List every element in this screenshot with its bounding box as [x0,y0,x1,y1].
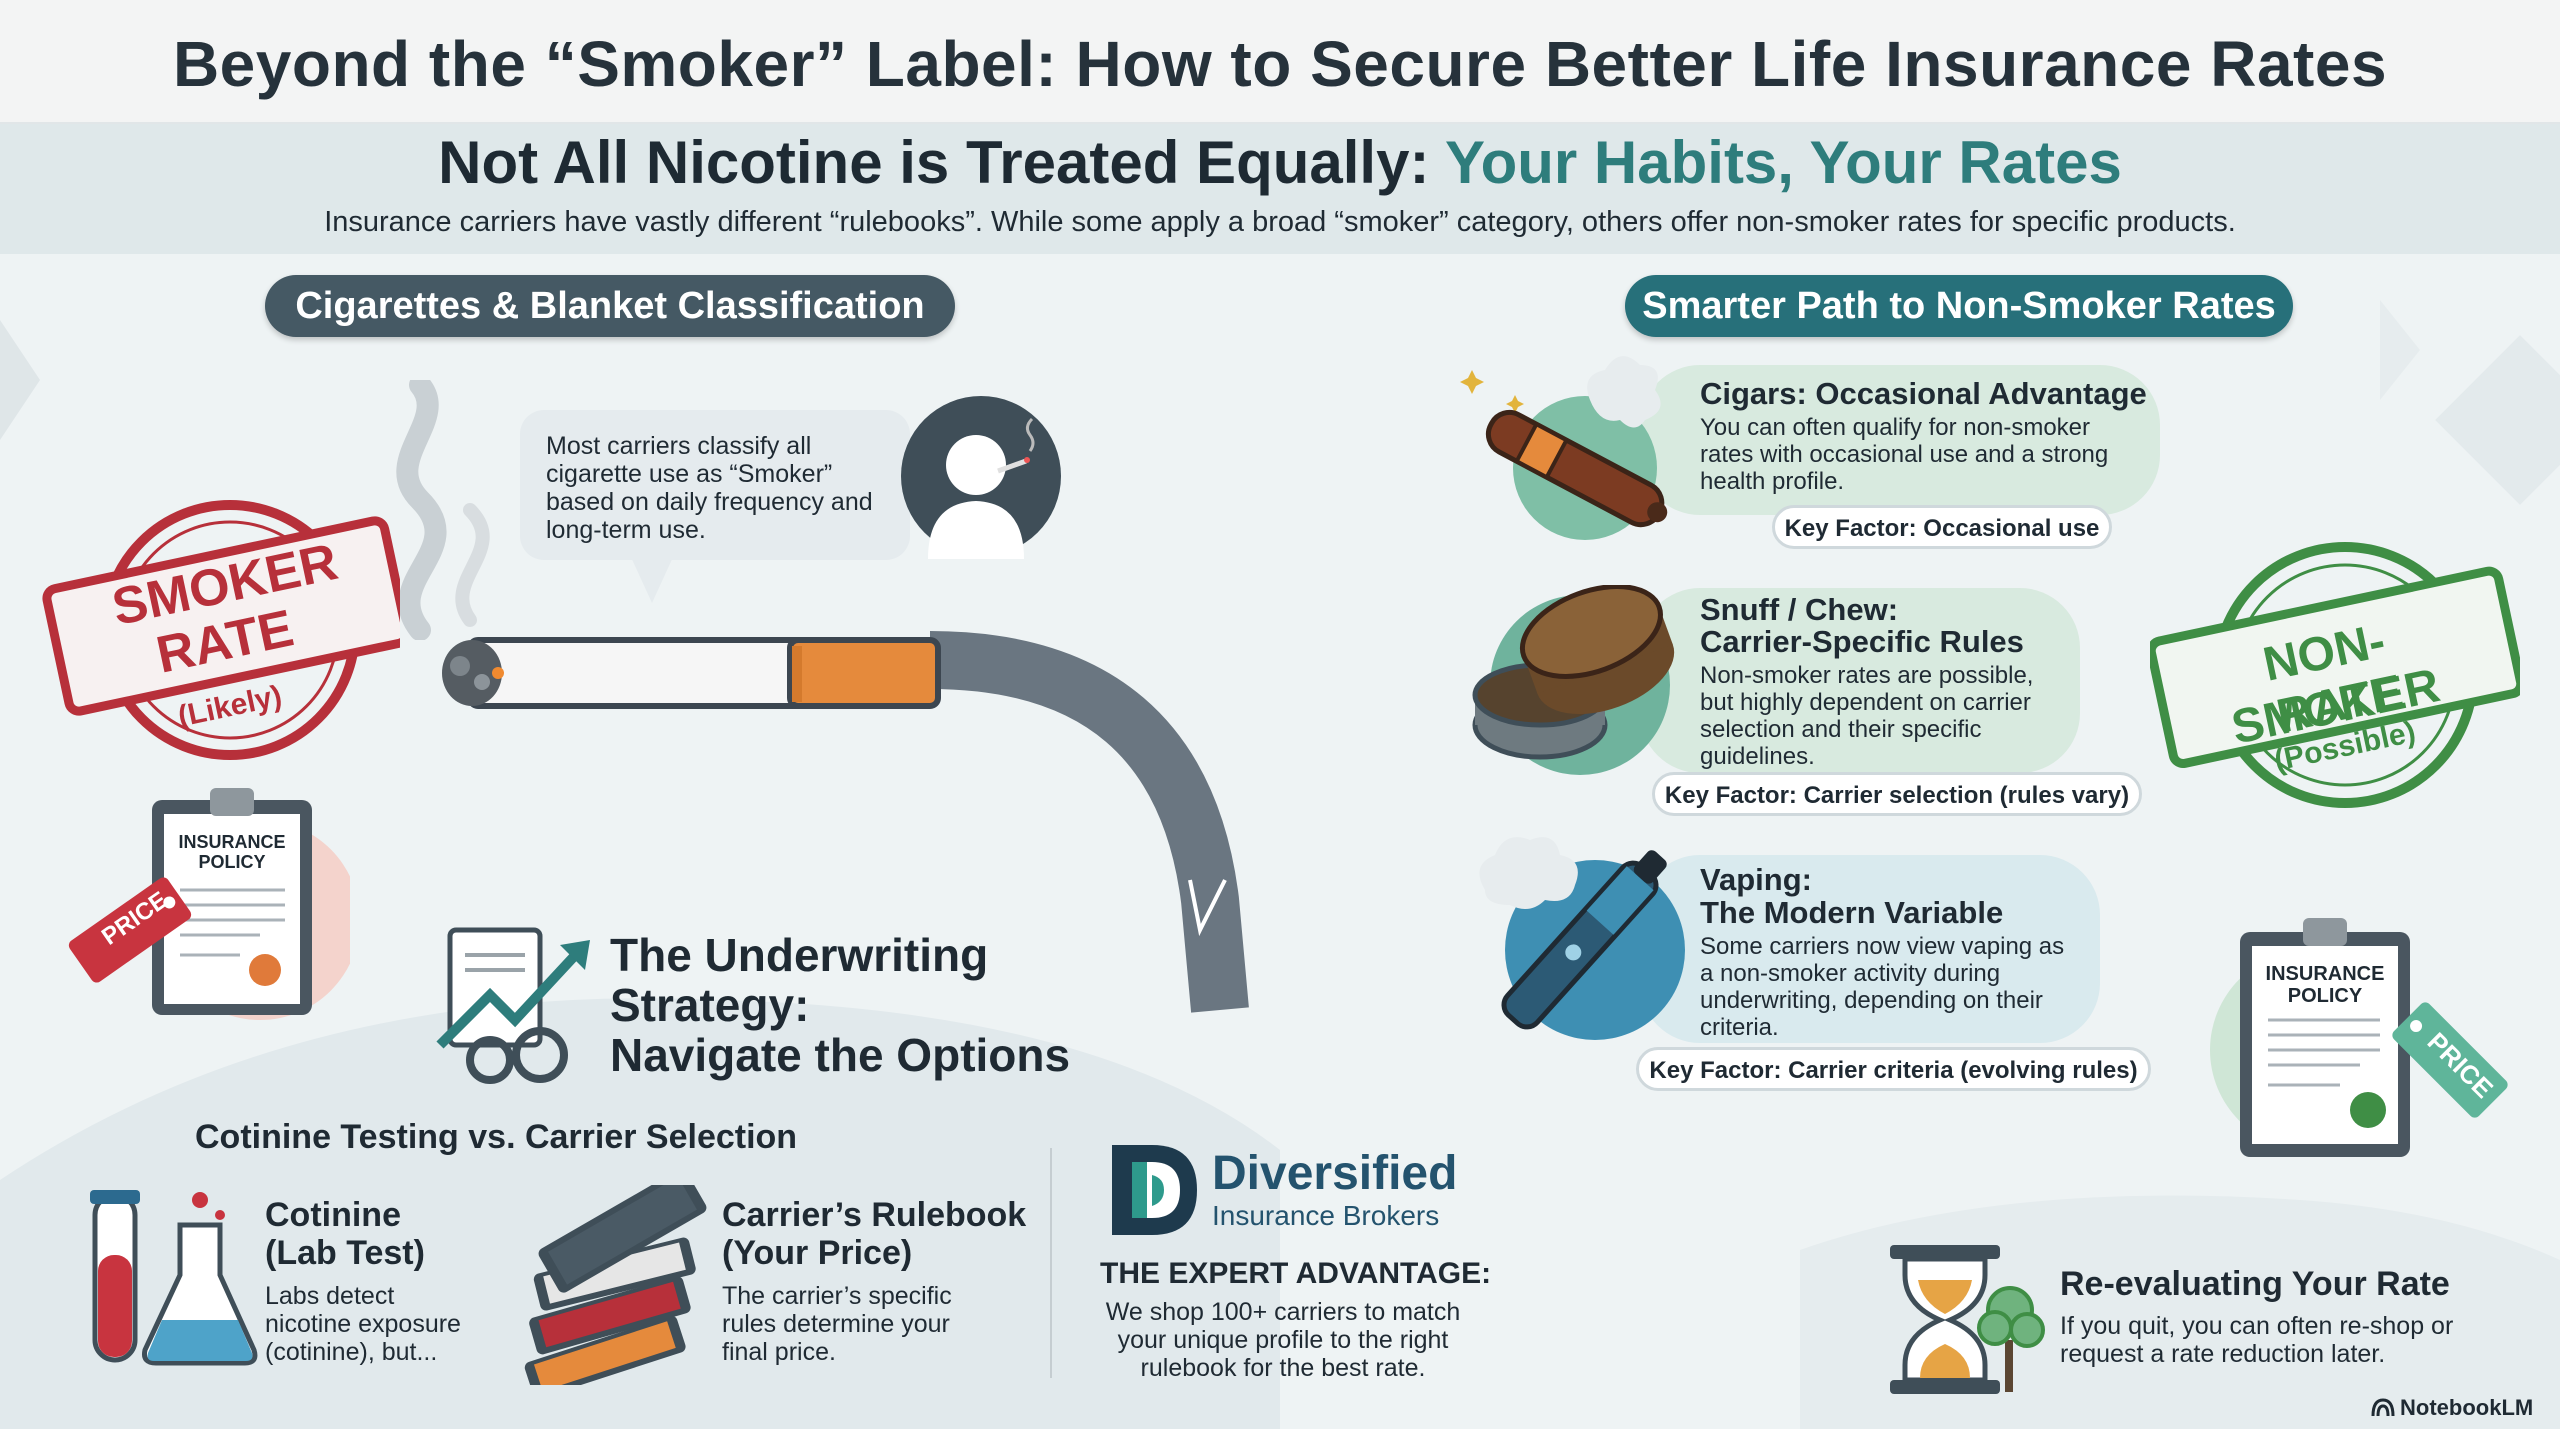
smoker-rate-stamp [42,500,400,760]
left-policy-line2: POLICY [198,852,266,872]
cotinine-body: Labs detect nicotine exposure (cotinine)… [265,1282,461,1366]
speech-bubble-tail [630,555,674,603]
cigars-key-factor: Key Factor: Occasional use [1772,505,2112,549]
rulebook-title-line1: Carrier’s Rulebook [722,1196,1027,1234]
snuff-key-factor: Key Factor: Carrier selection (rules var… [1652,772,2142,816]
vape-pen-icon [1479,837,1685,1040]
footer-credit: NotebookLM [2400,1395,2534,1420]
left-policy-line1: INSURANCE [178,832,286,852]
left-section-pill: Cigarettes & Blanket Classification [265,275,955,337]
left-policy-clipboard-icon [68,788,350,1020]
vaping-key-factor: Key Factor: Carrier criteria (evolving r… [1636,1047,2151,1091]
expert-advantage-title: THE EXPERT ADVANTAGE: [1100,1257,1492,1290]
vaping-card [1640,855,2100,1043]
brand-name: Diversified [1212,1147,1458,1200]
snuff-card [1640,588,2080,773]
subtitle-part2: Your Habits, Your Rates [1445,129,2122,196]
notebooklm-logo-icon [2371,1398,2395,1417]
cigars-title: Cigars: Occasional Advantage [1700,376,2147,411]
test-tubes-icon [90,1190,258,1366]
cotinine-title-line1: Cotinine [265,1196,401,1234]
subtitle-part1: Not All Nicotine is Treated Equally: [438,129,1430,196]
subtitle-band [0,124,2560,254]
vertical-divider [1050,1148,1052,1378]
hourglass-icon [1890,1245,2045,1394]
snuff-body: Non-smoker rates are possible, but highl… [1700,662,2034,770]
diversified-logo-icon [1112,1145,1197,1235]
snuff-title-line2: Carrier-Specific Rules [1700,624,2024,659]
vaping-body: Some carriers now view vaping as a non-s… [1700,933,2065,1041]
brand-tagline: Insurance Brokers [1212,1200,1440,1231]
title-bar: Beyond the “Smoker” Label: How to Secure… [0,0,2560,124]
vaping-title-line1: Vaping: [1700,862,1812,897]
cotinine-title-line2: (Lab Test) [265,1234,425,1272]
snuff-tin-icon [1472,585,1675,775]
cigarette-icon [442,637,941,709]
strategy-title-line2: Strategy: [610,979,810,1031]
right-policy-line2: POLICY [2287,985,2363,1007]
section-subtitle: Not All Nicotine is Treated Equally: You… [0,128,2560,197]
vaping-title-line2: The Modern Variable [1700,895,2004,930]
cigars-body: You can often qualify for non-smoker rat… [1700,414,2109,495]
rulebook-books-icon [524,1185,707,1385]
right-section-pill: Smarter Path to Non-Smoker Rates [1625,275,2293,337]
rulebook-title-line2: (Your Price) [722,1234,913,1272]
expert-advantage-body: We shop 100+ carriers to match your uniq… [1105,1298,1461,1382]
intro-text: Insurance carriers have vastly different… [324,206,2236,238]
strategy-chart-icon [436,927,590,1084]
right-policy-clipboard-icon [2210,918,2508,1157]
page-title: Beyond the “Smoker” Label: How to Secure… [172,28,2388,100]
strategy-subtitle: Cotinine Testing vs. Carrier Selection [195,1118,798,1156]
reeval-body: If you quit, you can often re-shop or re… [2060,1312,2454,1368]
reeval-title: Re-evaluating Your Rate [2060,1265,2450,1303]
snuff-title-line1: Snuff / Chew: [1700,592,1899,627]
rulebook-body: The carrier’s specific rules determine y… [722,1282,952,1366]
speech-bubble: Most carriers classify all cigarette use… [520,410,910,560]
smoker-avatar-icon [901,396,1061,559]
smoke-icon [396,380,490,640]
right-policy-line1: INSURANCE [2265,963,2385,985]
strategy-title-line1: The Underwriting [610,929,989,981]
strategy-title-line3: Navigate the Options [610,1029,1071,1081]
cigars-card [1640,365,2160,515]
non-smoker-rate-stamp [2150,542,2520,808]
cigar-icon [1460,356,1668,540]
